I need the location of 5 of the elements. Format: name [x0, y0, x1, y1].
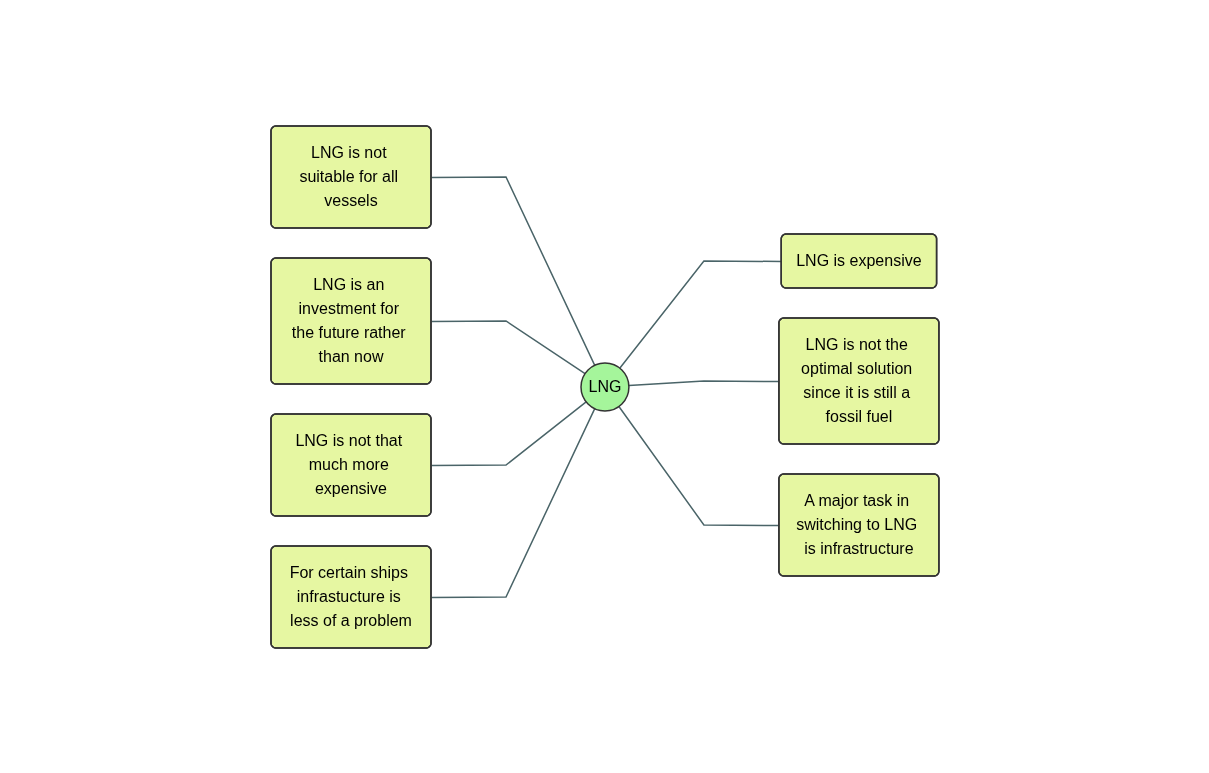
connector	[430, 400, 587, 466]
connector	[430, 319, 586, 374]
connector	[430, 407, 596, 598]
node-circle: LNG	[579, 361, 630, 412]
connector	[430, 175, 596, 366]
